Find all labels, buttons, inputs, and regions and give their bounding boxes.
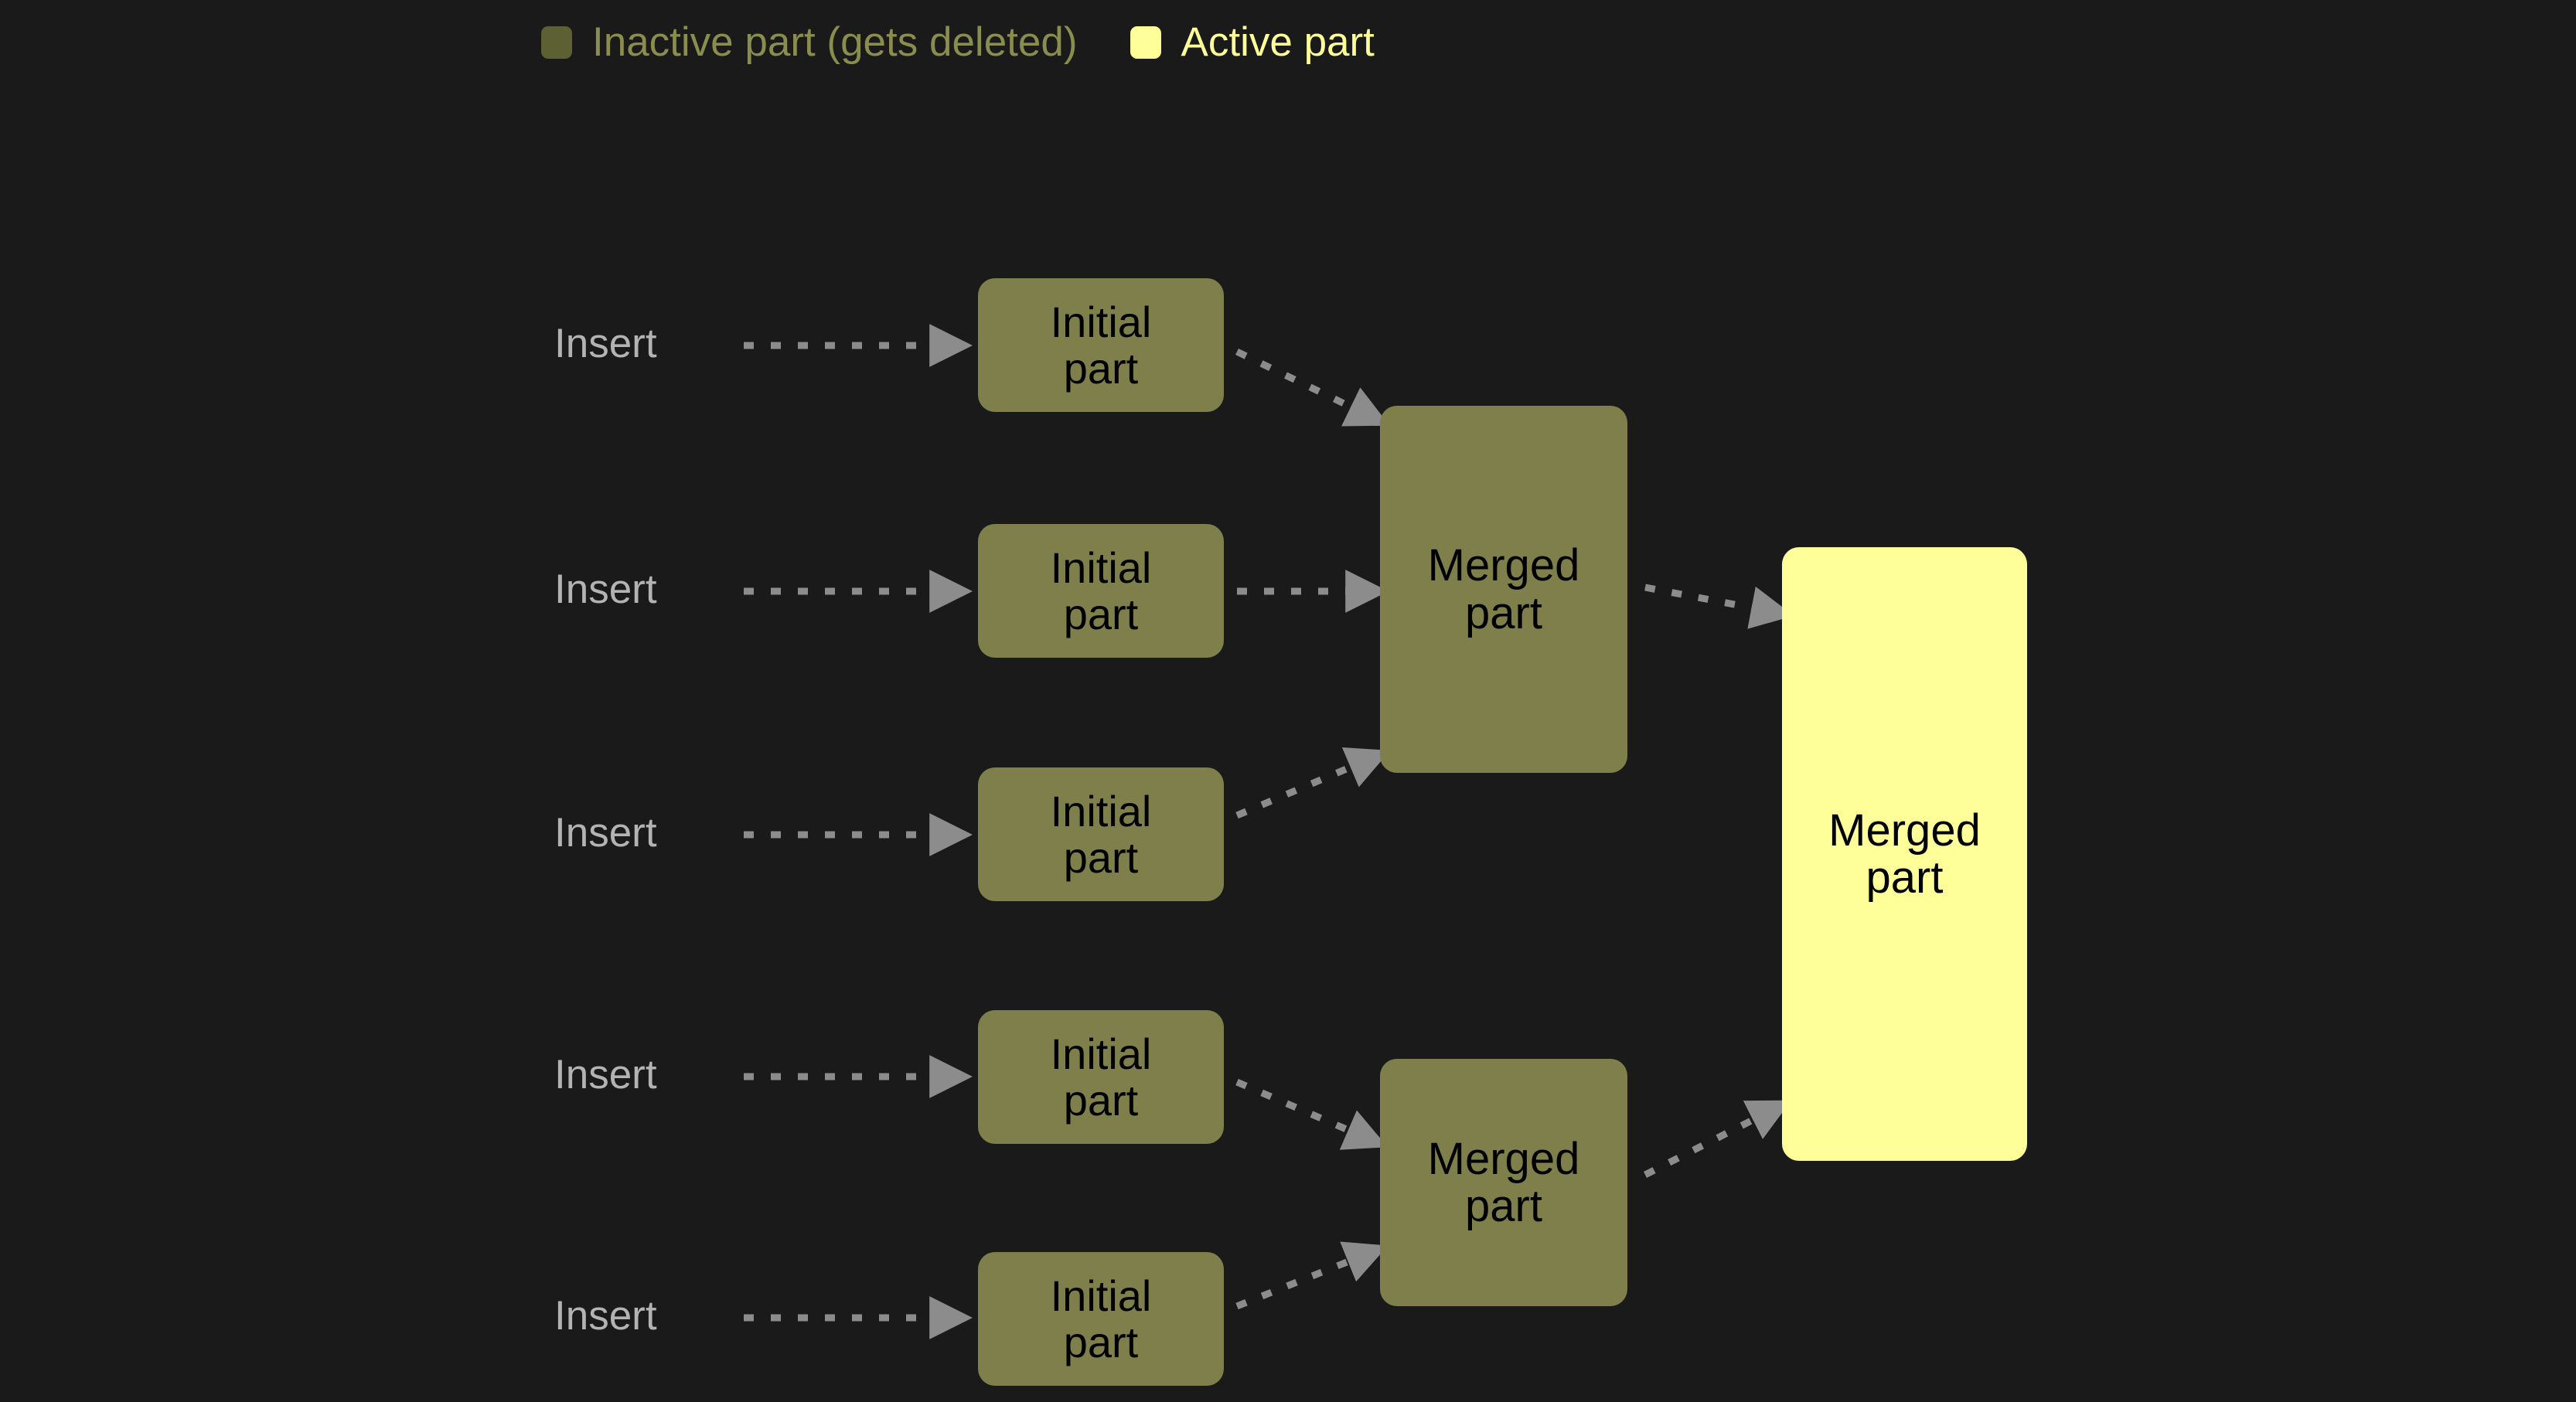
legend: Inactive part (gets deleted) Active part [541,22,1375,63]
edge-initial3-merged1 [1235,747,1391,819]
edge-merged2-final [1643,1100,1792,1179]
legend-label-active: Active part [1181,19,1375,65]
legend-item-active: Active part [1130,22,1375,63]
legend-swatch-active-icon [1130,26,1161,59]
insert-label-5: Insert [554,1293,657,1339]
legend-label-inactive: Inactive part (gets deleted) [592,19,1078,65]
legend-item-inactive: Inactive part (gets deleted) [541,22,1078,63]
edge-initial1-merged1 [1235,348,1390,427]
insert-label-1: Insert [554,321,657,366]
edge-initial5-merged2 [1235,1241,1389,1310]
insert-label-3: Insert [554,810,657,856]
insert-label-2: Insert [554,567,657,612]
edge-initial4-merged2 [1235,1078,1389,1150]
legend-swatch-inactive-icon [541,26,572,59]
insert-label-4: Insert [554,1052,657,1097]
edge-merged1-final [1644,584,1794,629]
